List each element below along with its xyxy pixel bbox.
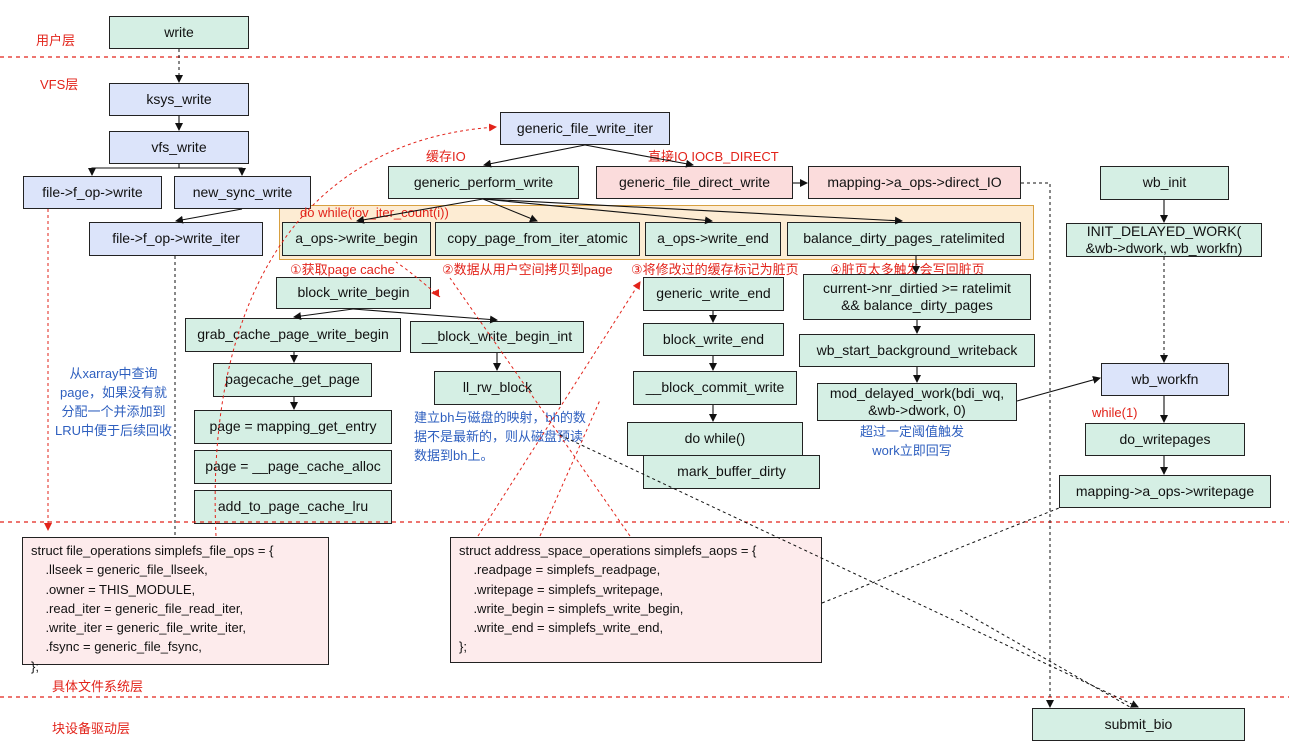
node-block-write-begin-int: __block_write_begin_int [410,321,584,353]
code-address-space-operations: struct address_space_operations simplefs… [450,537,822,663]
node-init-delayed-work: INIT_DELAYED_WORK( &wb->dwork, wb_workfn… [1066,223,1262,257]
node-current-nr-dirtied: current->nr_dirtied >= ratelimit && bala… [803,274,1031,320]
node-generic-file-write-iter: generic_file_write_iter [500,112,670,145]
code-file-operations: struct file_operations simplefs_file_ops… [22,537,329,674]
node-a-ops-write-end: a_ops->write_end [645,222,781,256]
node-mapping-get-entry: page = mapping_get_entry [194,410,392,444]
layer-label-vfs: VFS层 [40,77,79,92]
node-do-while: do while() [627,422,803,456]
node-page-cache-alloc: page = __page_cache_alloc [194,450,392,484]
node-balance-dirty-pages-ratelimited: balance_dirty_pages_ratelimited [787,222,1021,256]
node-add-to-page-cache-lru: add_to_page_cache_lru [194,490,392,524]
node-block-write-end: block_write_end [643,323,784,356]
label-do-while-iov: do while(iov_iter_count(i)) [300,205,449,220]
node-mod-delayed-work: mod_delayed_work(bdi_wq, &wb->dwork, 0) [817,383,1017,421]
node-pagecache-get-page: pagecache_get_page [213,363,372,397]
node-write: write [109,16,249,49]
node-grab-cache-page-write-begin: grab_cache_page_write_begin [185,318,401,352]
node-file-fop-write: file->f_op->write [23,176,162,209]
node-submit-bio: submit_bio [1032,708,1245,741]
node-new-sync-write: new_sync_write [174,176,311,209]
node-do-writepages: do_writepages [1085,423,1245,456]
label-step3: ③将修改过的缓存标记为脏页 [631,262,799,277]
note-writeback-threshold: 超过一定阈值触发 work立即回写 [860,424,965,458]
note-bh-mapping: 建立bh与磁盘的映射，bh的数 据不是最新的，则从磁盘预读 数据到bh上。 [414,410,586,463]
node-mark-buffer-dirty: mark_buffer_dirty [643,455,820,489]
label-direct-io: 直接IO IOCB_DIRECT [648,149,779,164]
dashed-flow-arrows [174,49,1168,708]
label-step1: ①获取page cache [290,262,395,277]
node-ll-rw-block: ll_rw_block [434,371,561,405]
node-block-write-begin: block_write_begin [276,277,431,309]
layer-label-fs: 具体文件系统层 [52,679,144,694]
node-copy-page-from-iter-atomic: copy_page_from_iter_atomic [435,222,640,256]
layer-divider-lines [0,56,1289,698]
node-vfs-write: vfs_write [109,131,249,164]
node-generic-write-end: generic_write_end [643,277,784,311]
label-step2: ②数据从用户空间拷贝到page [442,262,613,277]
node-generic-file-direct-write: generic_file_direct_write [596,166,793,199]
node-mapping-writepage: mapping->a_ops->writepage [1059,475,1271,508]
label-while1: while(1) [1092,405,1138,420]
note-xarray: 从xarray中查询 page，如果没有就 分配一个并添加到 LRU中便于后续回… [55,366,173,438]
label-step4: ④脏页太多触发会写回脏页 [830,262,985,277]
node-block-commit-write: __block_commit_write [633,371,797,405]
node-ksys-write: ksys_write [109,83,249,116]
node-wb-start-background-writeback: wb_start_background_writeback [799,334,1035,367]
solid-call-arrows [88,116,1168,475]
layer-label-block: 块设备驱动层 [52,721,131,736]
node-mapping-direct-io: mapping->a_ops->direct_IO [808,166,1021,199]
label-buffered-io: 缓存IO [426,149,466,164]
red-reference-arrows [44,123,641,537]
node-wb-init: wb_init [1100,166,1229,200]
node-file-fop-write-iter: file->f_op->write_iter [89,222,263,256]
node-wb-workfn: wb_workfn [1101,363,1229,396]
layer-label-user: 用户层 [36,33,76,48]
